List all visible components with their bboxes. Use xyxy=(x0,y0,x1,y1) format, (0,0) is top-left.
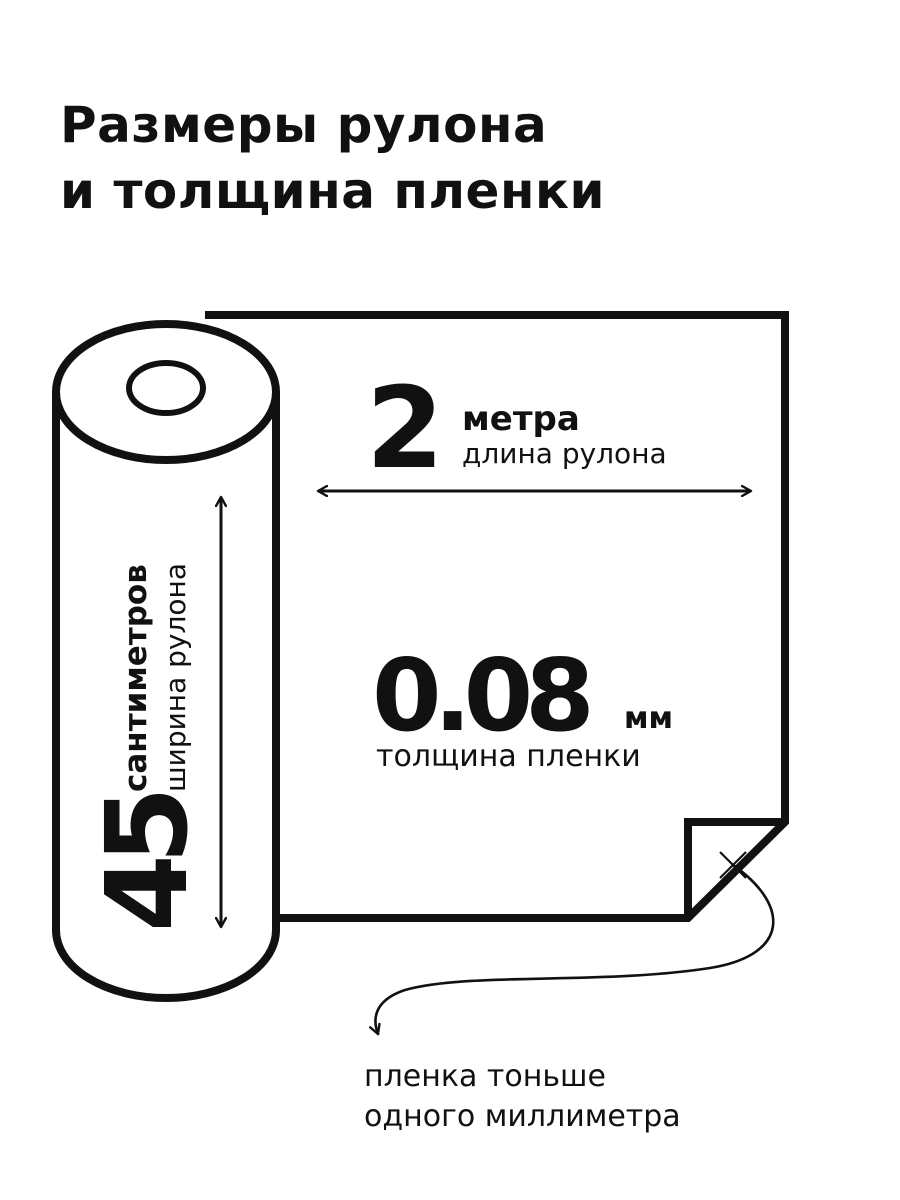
thickness-value: 0.08 xyxy=(372,637,589,754)
thickness-unit: мм xyxy=(624,701,673,736)
title-line-1: Размеры рулона xyxy=(60,96,548,154)
width-value: 45 xyxy=(83,793,213,932)
width-unit: сантиметров xyxy=(118,564,154,792)
note-line-1: пленка тоньше xyxy=(364,1059,606,1094)
folded-corner xyxy=(684,818,785,918)
roll-core-hole xyxy=(126,360,206,416)
width-label: ширина рулона xyxy=(159,563,192,792)
note-line-2: одного миллиметра xyxy=(364,1099,681,1134)
thickness-label: толщина пленки xyxy=(376,739,641,774)
length-value: 2 xyxy=(366,364,444,494)
length-unit: метра xyxy=(462,399,580,439)
length-label: длина рулона xyxy=(462,437,667,470)
title-line-2: и толщина пленки xyxy=(60,162,605,220)
note-pointer-arrow xyxy=(375,863,775,1036)
page-title: Размеры рулона и толщина пленки xyxy=(60,92,605,224)
